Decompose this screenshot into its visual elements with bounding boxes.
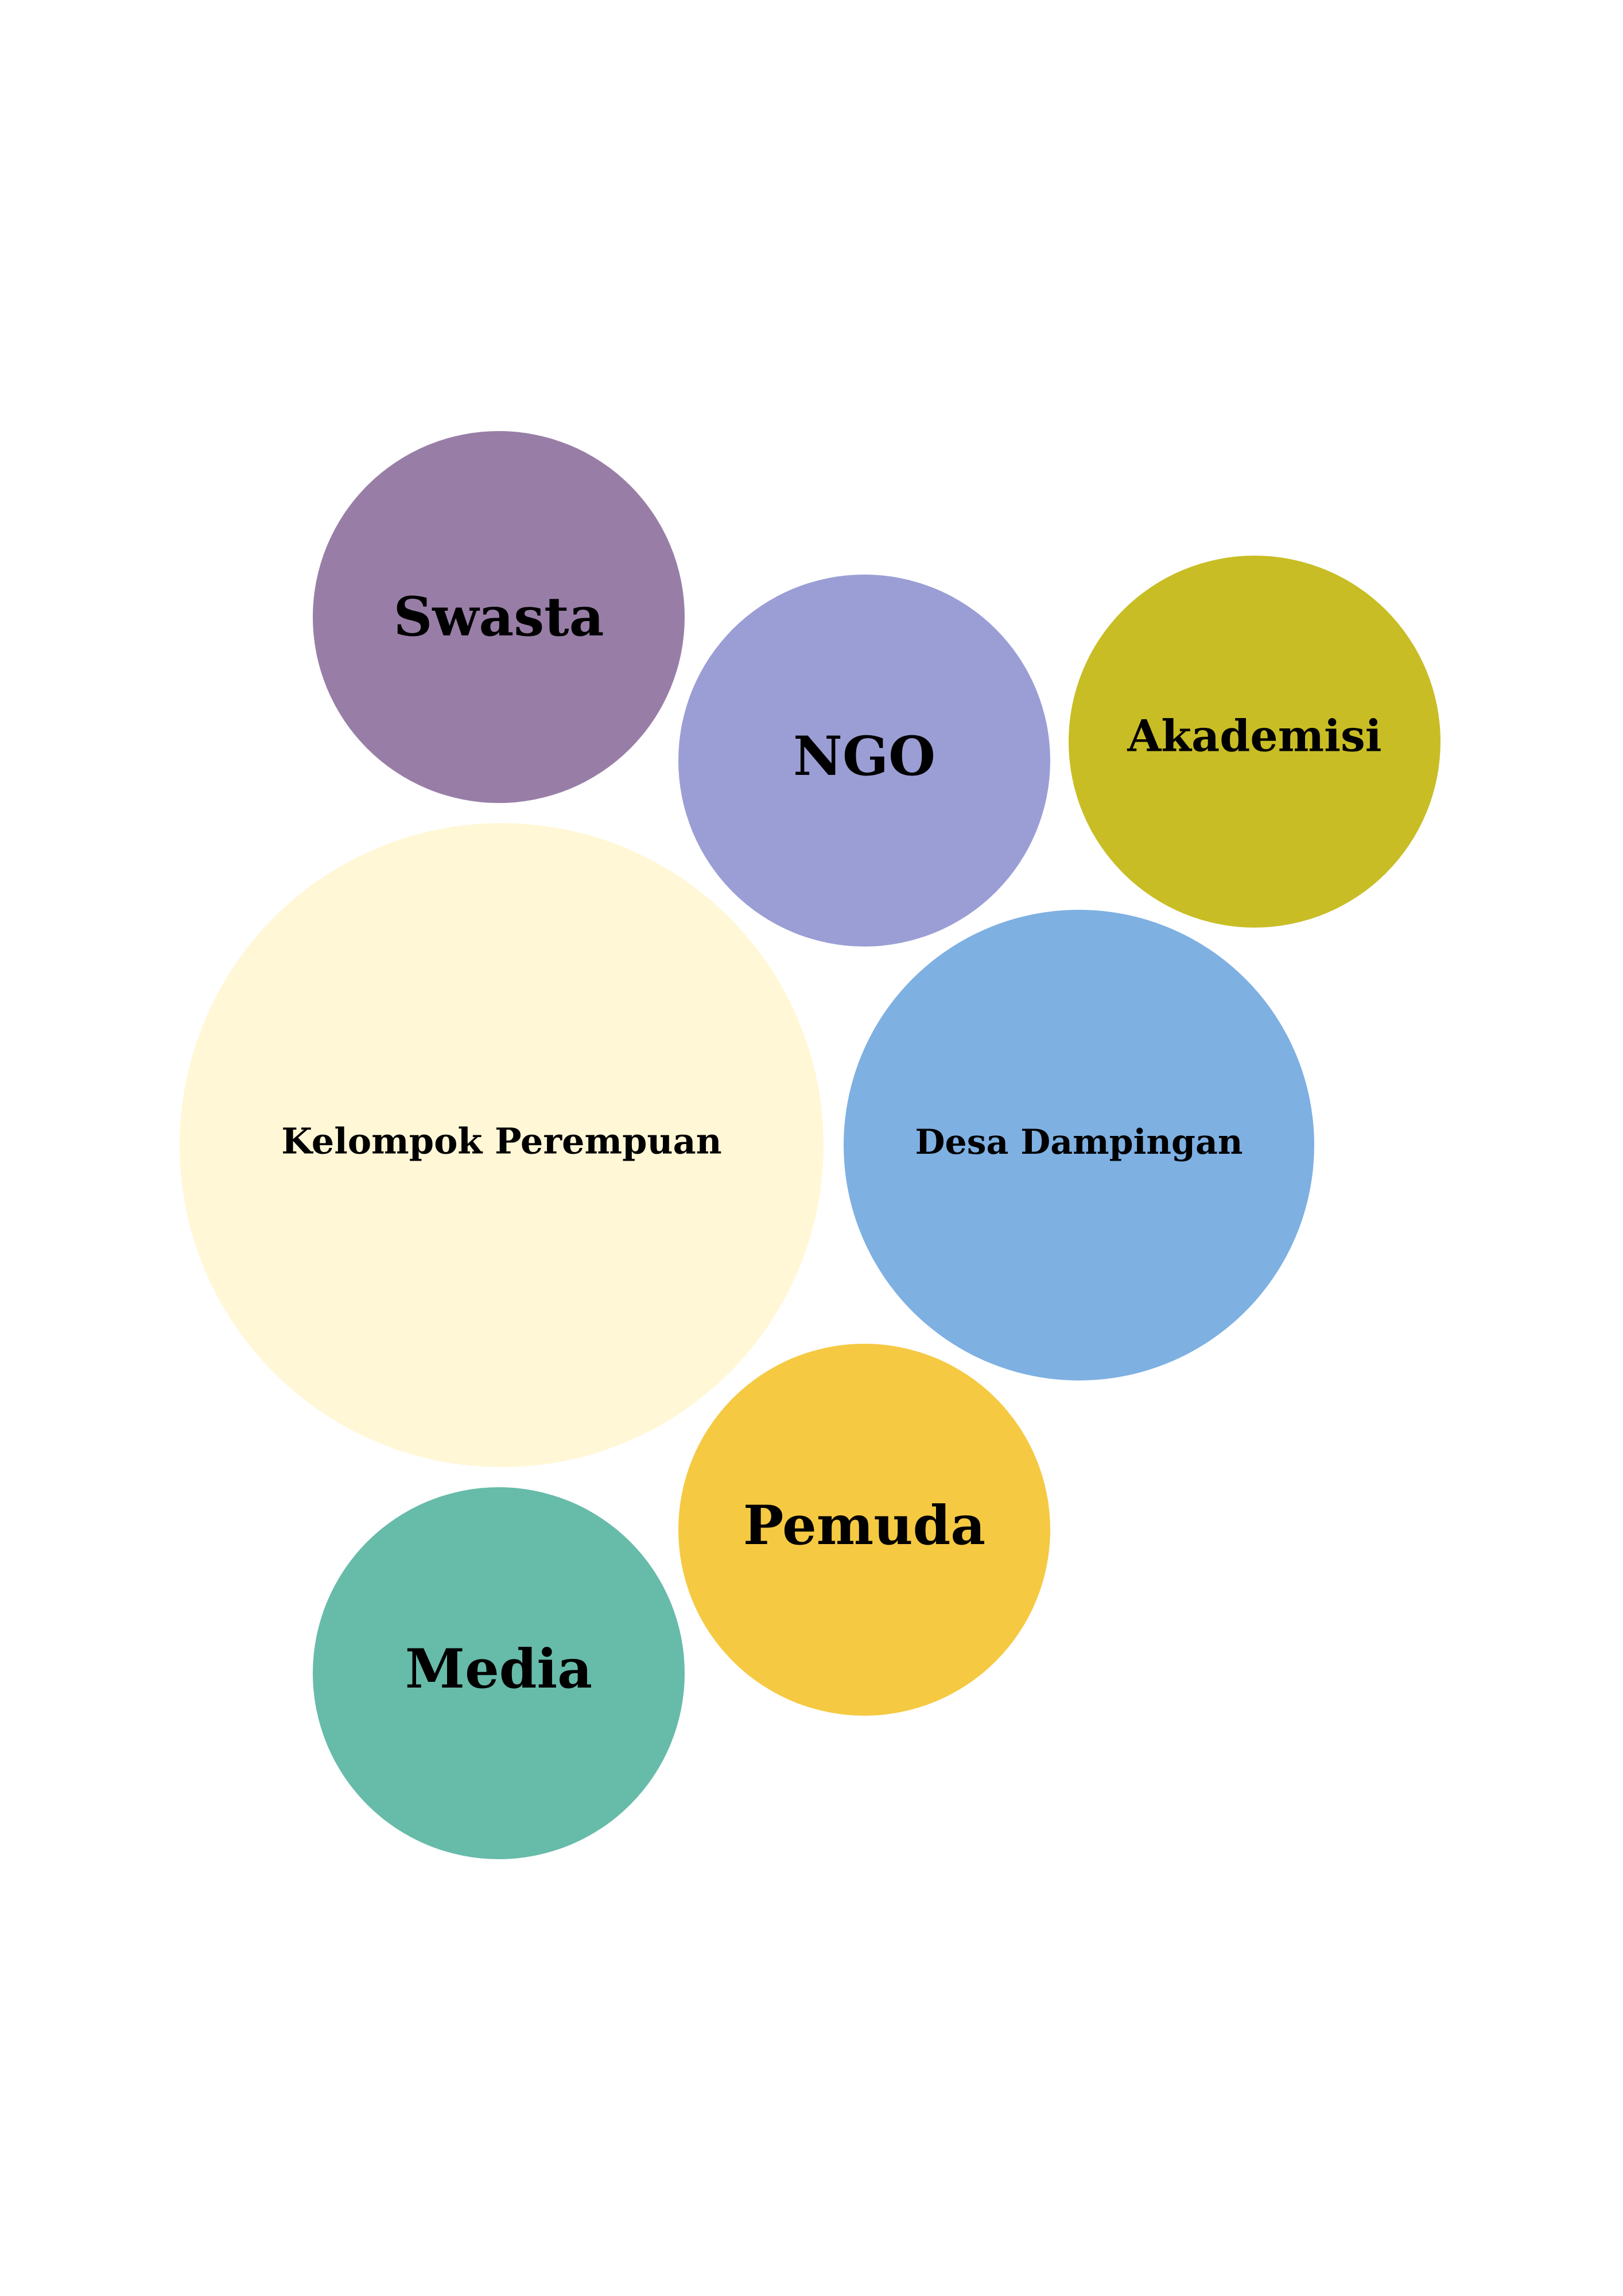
bubble-kelompok-perempuan-circle (180, 823, 824, 1467)
bubble-media-circle (313, 1487, 685, 1859)
bubble-desa-dampingan-circle (844, 910, 1314, 1380)
bubble-ngo-circle (678, 575, 1050, 947)
bubble-kelompok-perempuan: Kelompok Perempuan (180, 823, 824, 1467)
bubble-akademisi-label: Akademisi (1127, 711, 1381, 762)
bubble-ngo-label: NGO (793, 725, 935, 788)
bubble-pemuda-label: Pemuda (743, 1494, 985, 1557)
bubble-ngo: NGO (678, 575, 1050, 947)
bubble-swasta-label: Swasta (394, 585, 604, 649)
bubble-media: Media (313, 1487, 685, 1859)
bubble-swasta-circle (313, 431, 685, 803)
bubble-kelompok-perempuan-label: Kelompok Perempuan (281, 1120, 722, 1162)
bubble-desa-dampingan-label: Desa Dampingan (915, 1122, 1243, 1162)
bubble-akademisi-circle (1069, 556, 1440, 928)
bubble-pemuda: Pemuda (678, 1344, 1050, 1716)
bubble-akademisi: Akademisi (1069, 556, 1440, 928)
bubble-desa-dampingan: Desa Dampingan (844, 910, 1314, 1380)
bubble-pemuda-circle (678, 1344, 1050, 1716)
bubble-media-label: Media (405, 1638, 592, 1701)
bubble-swasta: Swasta (313, 431, 685, 803)
